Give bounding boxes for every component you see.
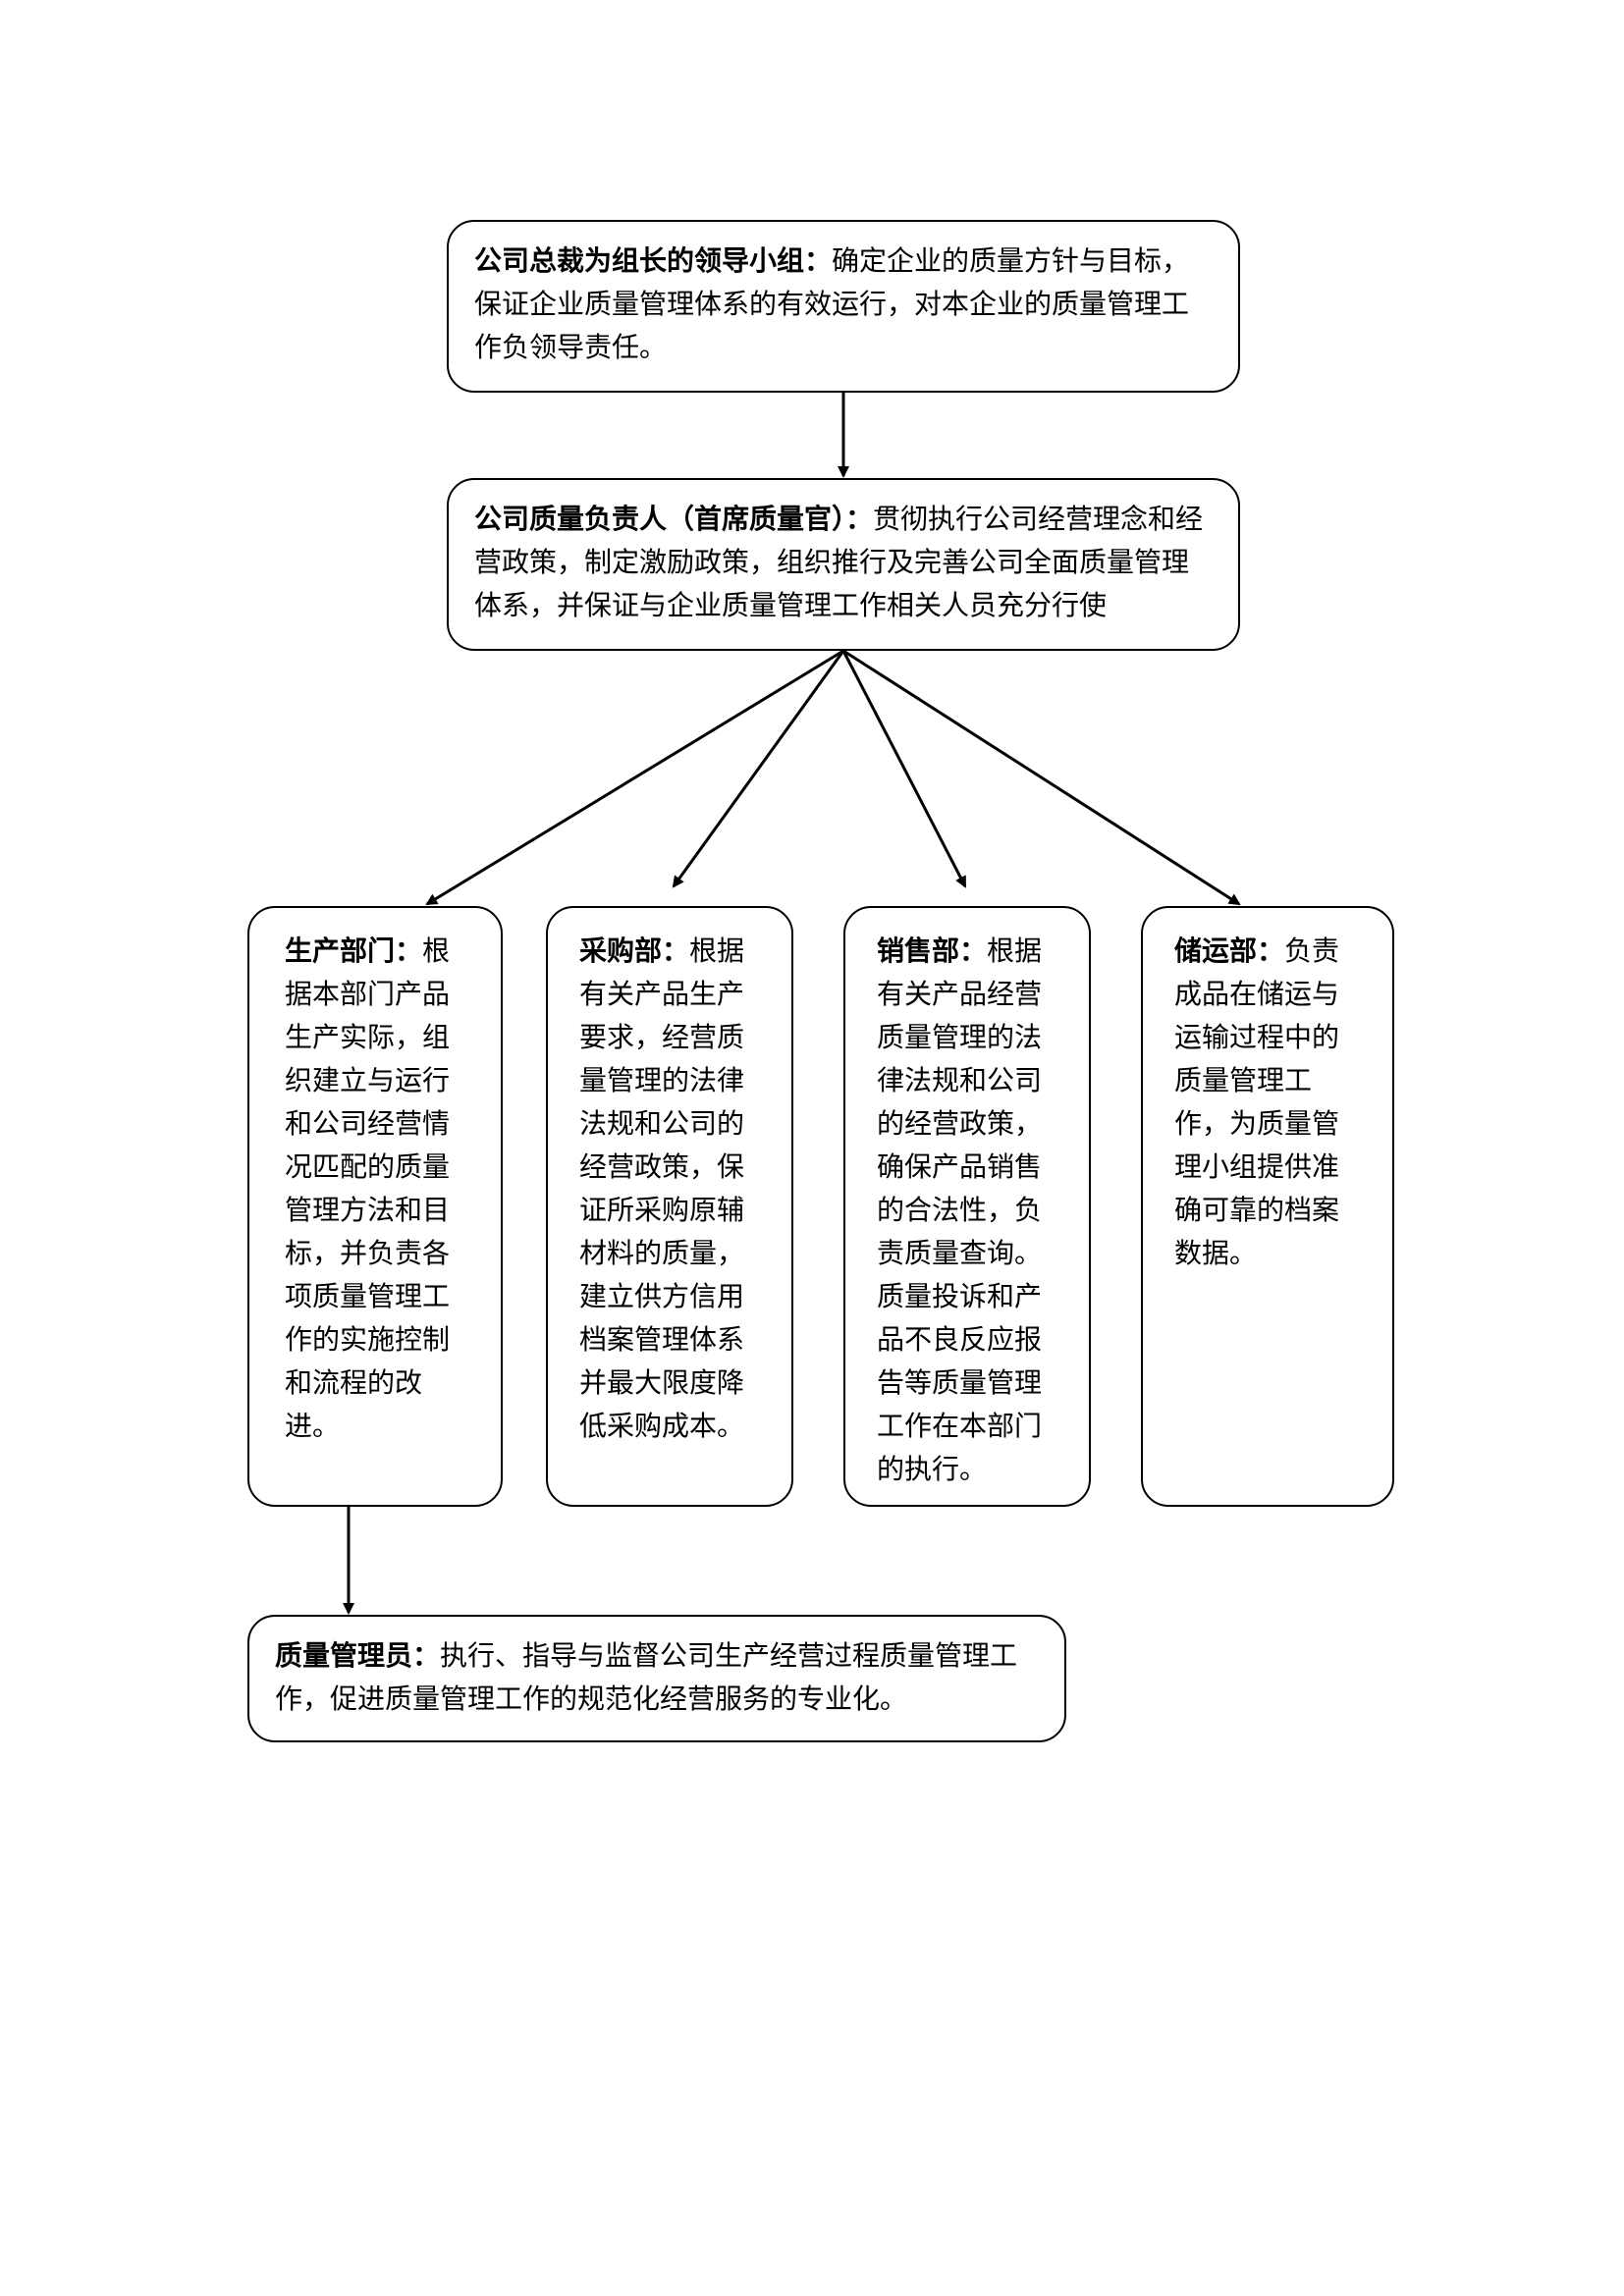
node-storage-transport-department: 储运部：负责成品在储运与运输过程中的质量管理工作，为质量管理小组提供准确可靠的档… [1141, 906, 1394, 1507]
edge-cqo-to-storage [842, 649, 1241, 906]
node-qmanager-text: 执行、指导与监督公司生产经营过程质量管理工作，促进质量管理工作的规范化经营服务的… [275, 1639, 1018, 1715]
node-chief-quality-officer: 公司质量负责人（首席质量官）：贯彻执行公司经营理念和经营政策，制定激励政策，组织… [447, 478, 1240, 651]
node-quality-manager: 质量管理员：执行、指导与监督公司生产经营过程质量管理工作，促进质量管理工作的规范… [247, 1615, 1066, 1742]
node-purchasing-text: 根据有关产品生产要求，经营质量管理的法律法规和公司的经营政策，保证所采购原辅材料… [579, 934, 745, 1442]
node-sales-department: 销售部：根据有关产品经营质量管理的法律法规和公司的经营政策，确保产品销售的合法性… [843, 906, 1091, 1507]
node-leadership-group: 公司总裁为组长的领导小组：确定企业的质量方针与目标，保证企业质量管理体系的有效运… [447, 220, 1240, 393]
edge-cqo-to-purchasing [672, 650, 845, 888]
node-cqo-title: 公司质量负责人（首席质量官）： [474, 503, 874, 535]
node-sales-text: 根据有关产品经营质量管理的法律法规和公司的经营政策，确保产品销售的合法性，负责质… [877, 934, 1043, 1485]
node-purchasing-department: 采购部：根据有关产品生产要求，经营质量管理的法律法规和公司的经营政策，保证所采购… [546, 906, 793, 1507]
edge-cqo-to-production [425, 649, 844, 906]
node-leadership-text: 确定企业的质量方针与目标，保证企业质量管理体系的有效运行，对本企业的质量管理工作… [474, 244, 1190, 363]
node-storage-text: 负责成品在储运与运输过程中的质量管理工作，为质量管理小组提供准确可靠的档案数据。 [1174, 934, 1340, 1269]
node-storage-title: 储运部： [1174, 934, 1285, 967]
node-cqo-text: 贯彻执行公司经营理念和经营政策，制定激励政策，组织推行及完善公司全面质量管理体系… [474, 503, 1204, 621]
node-qmanager-title: 质量管理员： [275, 1639, 441, 1672]
node-production-text: 根据本部门产品生产实际，组织建立与运行和公司经营情况匹配的质量管理方法和目标，并… [285, 934, 451, 1442]
node-leadership-title: 公司总裁为组长的领导小组： [474, 244, 833, 277]
node-purchasing-title: 采购部： [579, 934, 690, 967]
node-production-department: 生产部门：根据本部门产品生产实际，组织建立与运行和公司经营情况匹配的质量管理方法… [247, 906, 503, 1507]
node-sales-title: 销售部： [877, 934, 988, 967]
edge-cqo-to-sales [841, 650, 967, 888]
node-production-title: 生产部门： [285, 934, 423, 967]
